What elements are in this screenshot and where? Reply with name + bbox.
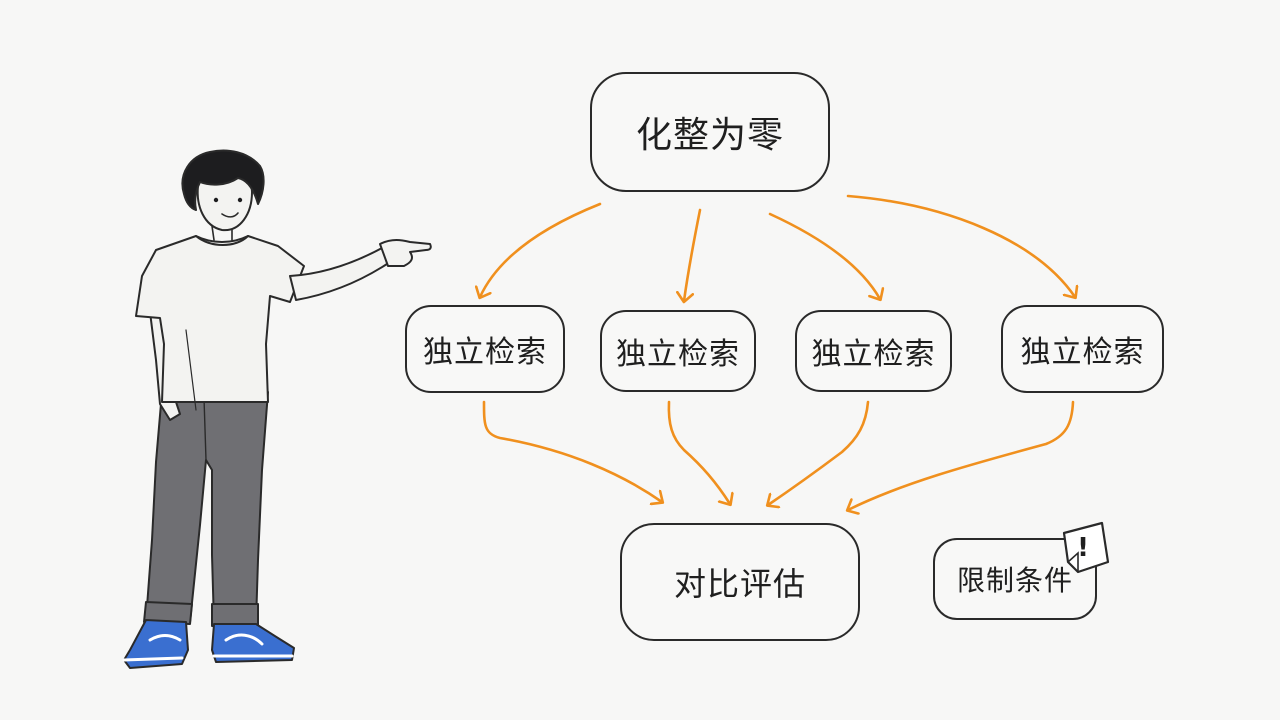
person-shoe-left bbox=[123, 619, 189, 669]
node-retrieval-4: 独立检索 bbox=[1001, 305, 1164, 393]
person-cuff-right bbox=[211, 603, 259, 627]
arrow-a-to-bottom bbox=[482, 400, 662, 502]
arrow-c-to-bottom bbox=[768, 400, 870, 505]
arrow-top-to-b bbox=[684, 208, 702, 301]
arrow-b-to-bottom bbox=[667, 400, 730, 504]
arrow-top-to-c bbox=[768, 212, 880, 299]
person-shirt bbox=[135, 235, 305, 403]
person-pants bbox=[145, 391, 269, 625]
arrow-top-to-a bbox=[480, 202, 602, 297]
person-cuff-left bbox=[143, 601, 193, 625]
arrow-d-to-bottom bbox=[848, 400, 1075, 510]
person-hand-pointing bbox=[379, 239, 432, 267]
person-hair bbox=[181, 149, 265, 211]
person-shoe-right bbox=[211, 623, 295, 663]
arrow-top-to-d bbox=[846, 194, 1075, 297]
person-arm-pointing bbox=[289, 247, 391, 301]
